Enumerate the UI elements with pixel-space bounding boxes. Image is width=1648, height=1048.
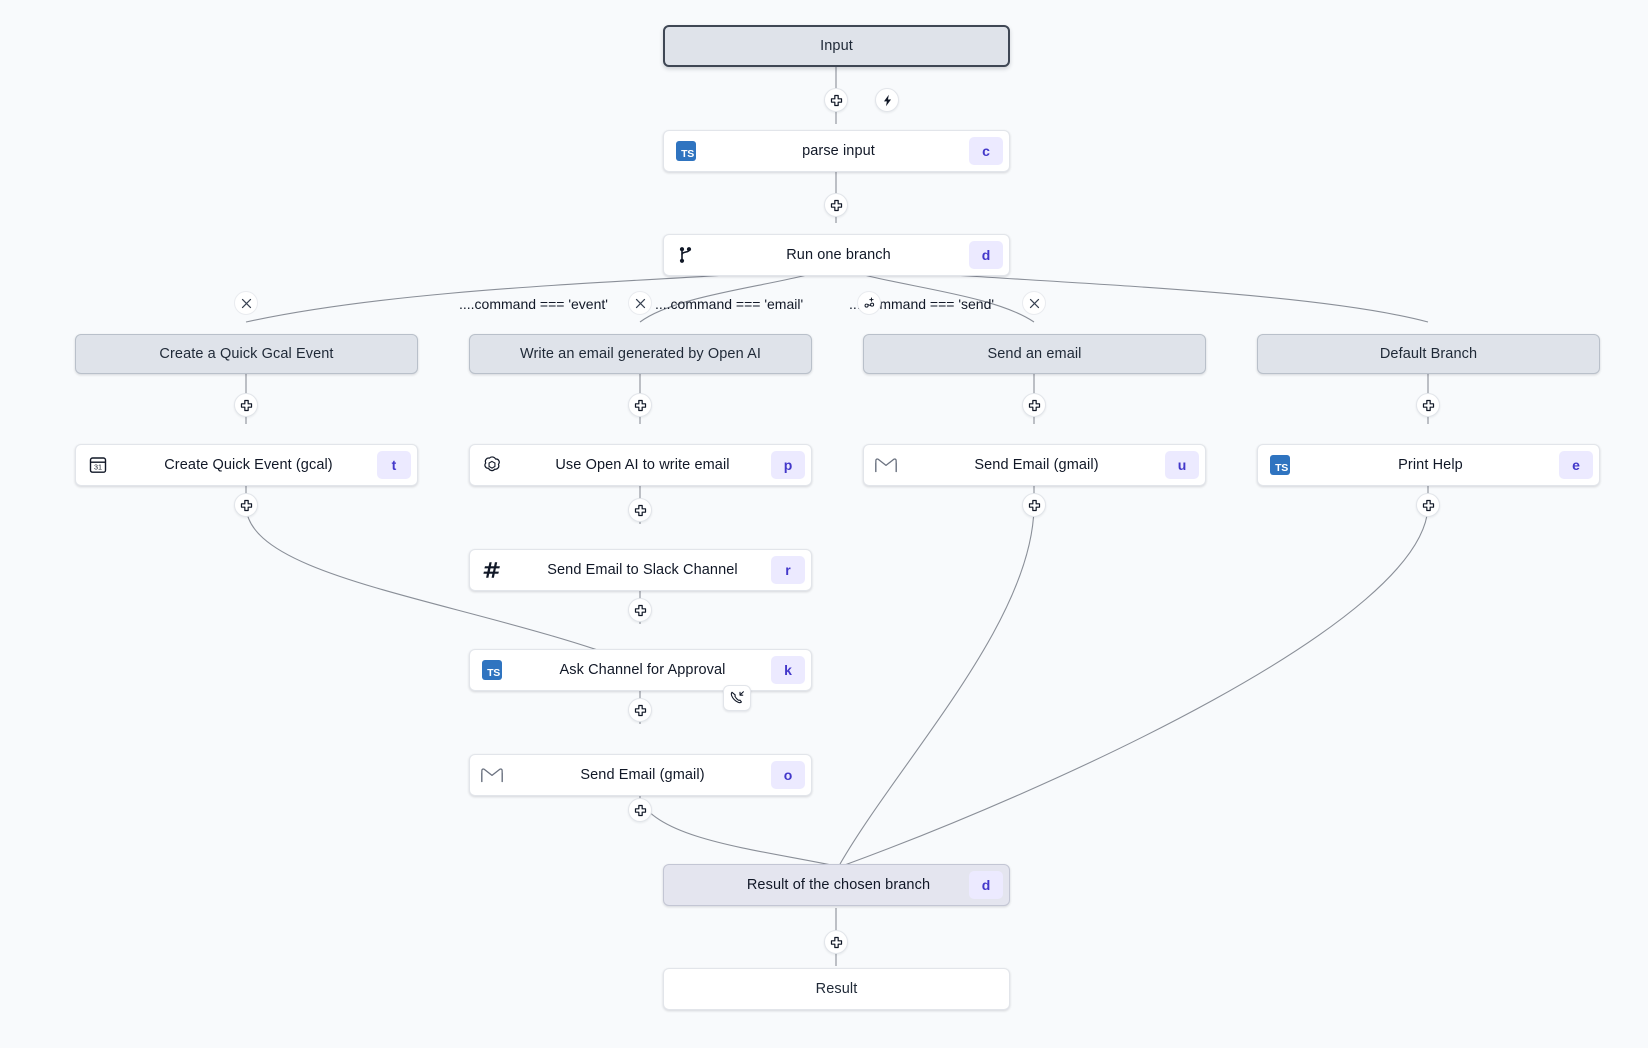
remove-branch-2-button[interactable] [1022,291,1046,315]
branch-head-openai-email[interactable]: Write an email generated by Open AI [469,334,812,374]
node-ask-channel-for-approval-label: Ask Channel for Approval [559,662,726,678]
add-step-after-parse-input[interactable] [824,193,848,217]
slack-icon [470,560,514,580]
add-step-in-send-branch[interactable] [1022,393,1046,417]
openai-icon [470,454,514,476]
node-result[interactable]: Result [663,968,1010,1010]
plus-icon [240,499,252,511]
node-parse-input[interactable]: TS parse input c [663,130,1010,172]
add-step-after-print-help[interactable] [1416,493,1440,517]
lightning-icon [883,94,891,106]
plus-icon [830,94,842,106]
node-send-email-gmail-top-label: Send Email (gmail) [974,457,1099,473]
node-create-quick-event-shortcut[interactable]: t [377,451,411,479]
gmail-icon [864,455,908,475]
add-step-after-collector[interactable] [824,930,848,954]
remove-branch-1-button[interactable] [628,291,652,315]
node-parse-input-shortcut[interactable]: c [969,137,1003,165]
close-icon [635,298,645,308]
add-branch-icon [864,296,874,308]
add-step-after-ask-channel-for-approval[interactable] [628,698,652,722]
plus-icon [634,804,646,816]
branch-icon [664,245,708,265]
node-parse-input-label: parse input [802,143,875,159]
plus-icon [240,399,252,411]
remove-branch-0-button[interactable] [234,291,258,315]
node-use-open-ai[interactable]: Use Open AI to write email p [469,444,812,486]
plus-icon [830,936,842,948]
node-use-open-ai-shortcut[interactable]: p [771,451,805,479]
node-print-help-shortcut[interactable]: e [1559,451,1593,479]
node-send-email-gmail-top-shortcut[interactable]: u [1165,451,1199,479]
plus-icon [634,704,646,716]
condition-email-label: ....command === 'email' [655,296,804,312]
plus-icon [830,199,842,211]
add-step-after-send-email-gmail-top[interactable] [1022,493,1046,517]
node-input-label: Input [820,38,853,54]
plus-icon [634,604,646,616]
typescript-icon: TS [1258,455,1302,475]
branch-head-send-email[interactable]: Send an email [863,334,1206,374]
plus-icon [1028,499,1040,511]
node-input[interactable]: Input [663,25,1010,67]
node-send-email-to-slack-shortcut[interactable]: r [771,556,805,584]
add-step-in-gcal-branch[interactable] [234,393,258,417]
plus-icon [634,504,646,516]
node-run-one-branch[interactable]: Run one branch d [663,234,1010,276]
add-step-after-input[interactable] [824,88,848,112]
plus-icon [1422,399,1434,411]
condition-event-label: ....command === 'event' [459,296,608,312]
node-send-email-gmail-branch-shortcut[interactable]: o [771,761,805,789]
node-ask-channel-for-approval-shortcut[interactable]: k [771,656,805,684]
node-create-quick-event-label: Create Quick Event (gcal) [164,457,333,473]
node-use-open-ai-label: Use Open AI to write email [555,457,730,473]
plus-icon [1422,499,1434,511]
trigger-button[interactable] [875,88,899,112]
node-result-label: Result [815,981,858,997]
node-print-help-label: Print Help [1398,457,1463,473]
node-run-one-branch-label: Run one branch [786,247,891,263]
node-run-one-branch-shortcut[interactable]: d [969,241,1003,269]
node-result-of-chosen-branch[interactable]: Result of the chosen branch d [663,864,1010,906]
add-step-after-send-email-to-slack[interactable] [628,598,652,622]
plus-icon [1028,399,1040,411]
node-print-help[interactable]: TS Print Help e [1257,444,1600,486]
branch-head-gcal[interactable]: Create a Quick Gcal Event [75,334,418,374]
add-step-after-send-email-gmail-branch[interactable] [628,798,652,822]
close-icon [241,298,251,308]
branch-head-default-label: Default Branch [1379,346,1478,362]
plus-icon [634,399,646,411]
svg-text:31: 31 [94,463,102,472]
phone-incoming-icon [730,691,744,704]
gmail-icon [470,765,514,785]
typescript-icon: TS [470,660,514,680]
branch-head-openai-email-label: Write an email generated by Open AI [519,346,761,362]
node-send-email-gmail-branch-label: Send Email (gmail) [580,767,705,783]
node-ask-channel-for-approval[interactable]: TS Ask Channel for Approval k [469,649,812,691]
node-send-email-to-slack-label: Send Email to Slack Channel [547,562,738,578]
add-step-in-default-branch[interactable] [1416,393,1440,417]
suspend-approval-badge[interactable] [723,685,751,711]
add-branch-button[interactable] [857,291,881,315]
node-result-of-chosen-branch-label: Result of the chosen branch [746,877,931,893]
add-step-after-use-open-ai[interactable] [628,498,652,522]
node-send-email-gmail-top[interactable]: Send Email (gmail) u [863,444,1206,486]
google-calendar-icon: 31 [76,455,120,475]
typescript-icon: TS [664,141,708,161]
branch-head-default[interactable]: Default Branch [1257,334,1600,374]
node-create-quick-event[interactable]: 31 Create Quick Event (gcal) t [75,444,418,486]
add-step-in-openai-branch[interactable] [628,393,652,417]
node-result-of-chosen-branch-shortcut[interactable]: d [969,871,1003,899]
node-send-email-gmail-branch[interactable]: Send Email (gmail) o [469,754,812,796]
branch-head-gcal-label: Create a Quick Gcal Event [159,346,334,362]
branch-head-send-email-label: Send an email [987,346,1082,362]
close-icon [1029,298,1039,308]
node-send-email-to-slack[interactable]: Send Email to Slack Channel r [469,549,812,591]
add-step-after-create-quick-event[interactable] [234,493,258,517]
